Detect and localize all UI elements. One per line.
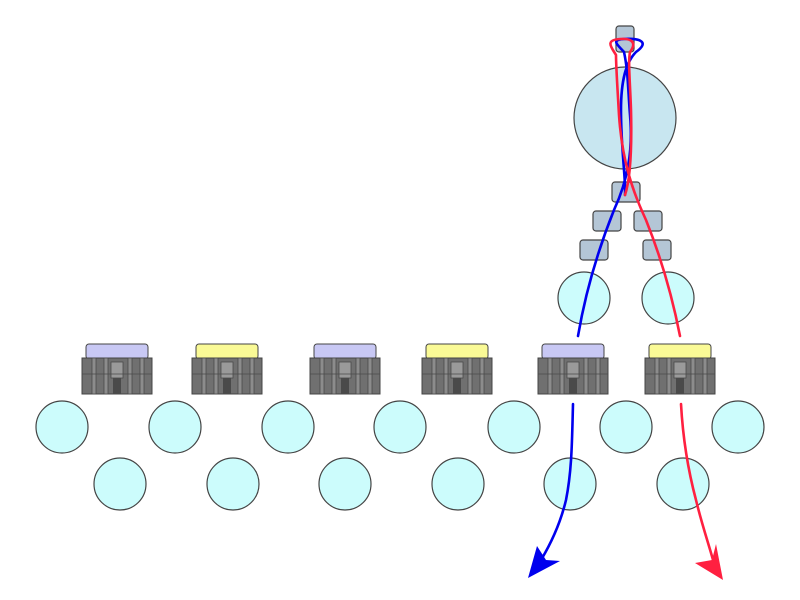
chest-keyhole — [341, 378, 349, 394]
left-branch-sphere — [557, 271, 611, 325]
sphere-icon — [487, 400, 541, 454]
right-branch-sphere — [641, 271, 695, 325]
chest-strap — [443, 357, 449, 395]
chest-strap — [237, 357, 243, 395]
chest-keyhole — [569, 378, 577, 394]
chest-strap — [666, 357, 672, 395]
sphere-icon — [261, 400, 315, 454]
sphere-icon — [711, 400, 765, 454]
chest-lock — [110, 361, 124, 379]
blue-path-upper — [576, 37, 644, 338]
chest-lock — [673, 361, 687, 379]
sphere-icon — [206, 457, 260, 511]
sphere-icon — [148, 400, 202, 454]
chest-strap — [91, 357, 97, 395]
chest-strap — [249, 357, 255, 395]
chest-lid — [85, 343, 149, 360]
sphere-icon — [599, 400, 653, 454]
chest-row — [81, 343, 716, 395]
chest-strap — [479, 357, 485, 395]
treasure-chest-icon — [421, 343, 493, 395]
chest-strap — [702, 357, 708, 395]
chest-strap — [139, 357, 145, 395]
chest-strap — [355, 357, 361, 395]
chest-strap — [367, 357, 373, 395]
blue-path-lower — [539, 402, 575, 562]
chest-strap — [213, 357, 219, 395]
treasure-chest-icon — [191, 343, 263, 395]
chest-lock — [450, 361, 464, 379]
sphere-icon — [373, 400, 427, 454]
chest-strap — [547, 357, 553, 395]
red-path-lower — [679, 402, 715, 562]
chest-lid — [648, 343, 712, 360]
chest-strap — [690, 357, 696, 395]
treasure-chest-icon — [309, 343, 381, 395]
chest-lid — [195, 343, 259, 360]
sphere-icon — [93, 457, 147, 511]
treasure-chest-icon — [644, 343, 716, 395]
red-arrowhead — [695, 544, 723, 580]
chest-keyhole — [453, 378, 461, 394]
chest-lock — [220, 361, 234, 379]
treasure-chest-icon — [81, 343, 153, 395]
chest-keyhole — [223, 378, 231, 394]
blue-arrowhead — [528, 546, 560, 578]
chest-strap — [654, 357, 660, 395]
chest-lock — [566, 361, 580, 379]
chest-strap — [319, 357, 325, 395]
path-layer — [528, 37, 723, 580]
right-branch-block-upper — [633, 210, 663, 232]
chest-lock — [338, 361, 352, 379]
chest-strap — [559, 357, 565, 395]
chest-strap — [201, 357, 207, 395]
chest-strap — [595, 357, 601, 395]
sphere-row-upper — [35, 400, 765, 454]
chest-keyhole — [676, 378, 684, 394]
sphere-icon — [318, 457, 372, 511]
treasure-chest-icon — [537, 343, 609, 395]
chest-lid — [425, 343, 489, 360]
chest-strap — [431, 357, 437, 395]
chest-strap — [583, 357, 589, 395]
chest-lid — [541, 343, 605, 360]
chest-strap — [467, 357, 473, 395]
chest-lid — [313, 343, 377, 360]
sphere-icon — [656, 457, 710, 511]
top-structure — [557, 25, 695, 325]
chest-keyhole — [113, 378, 121, 394]
sphere-row-lower — [93, 457, 710, 511]
sphere-icon — [35, 400, 89, 454]
red-path-upper — [609, 37, 682, 338]
sphere-icon — [431, 457, 485, 511]
chest-strap — [331, 357, 337, 395]
chest-strap — [103, 357, 109, 395]
left-branch-block-lower — [579, 239, 609, 261]
chest-strap — [127, 357, 133, 395]
